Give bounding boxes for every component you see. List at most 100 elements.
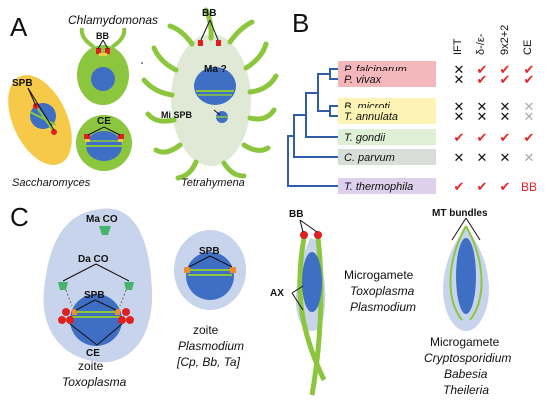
chlamy-bb-connector — [99, 53, 107, 56]
plasmodium-zoite — [174, 230, 246, 310]
chlamy-flagellum-right — [110, 27, 127, 49]
micro1-bb — [300, 231, 308, 239]
micro1-ax-label: AX — [270, 288, 284, 299]
toxo-spb-right — [115, 309, 120, 315]
panel-b-label: B — [292, 8, 309, 38]
plas-spb-right — [230, 267, 236, 273]
toxo-spb-label: SPB — [84, 290, 105, 301]
toxoplasma-label: Toxoplasma — [62, 375, 127, 389]
tetra-ma-label: Ma ? — [204, 64, 227, 75]
tetra-cilium — [175, 159, 199, 181]
saccharomyces-label: Saccharomyces — [12, 177, 91, 189]
cross-icon: ✕ — [477, 151, 488, 166]
stray-dot — [141, 62, 143, 64]
check-icon: ✔ — [477, 131, 488, 146]
check-icon: ✔ — [454, 131, 465, 146]
microgamete-flagellated — [291, 219, 327, 396]
tetra-cilium — [247, 107, 277, 122]
micro2-species-1: Cryptosporidium — [424, 351, 511, 365]
plas-zoite-label: zoite — [193, 323, 219, 337]
chlamy-ce-label: CE — [97, 116, 111, 127]
species-name: T. gondii — [344, 132, 386, 144]
cross-icon: ✕ — [500, 151, 511, 166]
chlamy-nucleus-top — [91, 67, 115, 91]
chlamy-ce-left-y — [85, 139, 90, 142]
toxo-da-co-pointer-r — [95, 263, 130, 282]
check-icon: ✔ — [454, 180, 465, 195]
column-header-delta-epsilon: δ-/ε- — [475, 33, 487, 55]
chlamy-ce-pointer-l — [87, 126, 105, 136]
micro2-mt-pointer — [451, 217, 467, 241]
plas-spb-pointer-r — [209, 255, 233, 268]
plas-spb-label: SPB — [199, 246, 220, 257]
toxo-centriole — [58, 316, 66, 324]
cross-icon: ✕ — [524, 151, 535, 166]
chlamydomonas-label: Chlamydomonas — [68, 13, 158, 27]
tetra-cilium — [141, 77, 175, 98]
tetra-cilium — [227, 19, 255, 45]
yeast-spb-dot-2 — [51, 129, 57, 135]
toxo-da-co-pointer-l — [62, 263, 97, 282]
chlamy-bb-right — [105, 48, 110, 54]
check-icon: ✔ — [477, 73, 488, 88]
species-table: P. falciparum✕✔✔✔P. vivax✕✔✔✔B. microti✕… — [338, 61, 537, 195]
species-row-bg — [338, 71, 436, 87]
column-header-ce: CE — [522, 40, 534, 55]
toxo-ce-pointer-r — [96, 323, 123, 346]
chlamy-flagellum-left — [79, 27, 96, 49]
species-row-bg — [338, 178, 436, 194]
toxo-da-co-link-left — [65, 289, 73, 307]
yeast-spb-label: SPB — [12, 78, 33, 89]
plas-spb-pointer-l — [188, 255, 211, 268]
microgamete-aflagellate — [443, 217, 489, 331]
cross-icon: ✕ — [477, 100, 488, 115]
tree-branch — [287, 135, 338, 187]
check-icon: ✔ — [524, 63, 535, 78]
toxo-spb-pointer-r — [94, 299, 117, 311]
saccharomyces-cell — [8, 75, 72, 165]
micro1-nucleus — [302, 252, 322, 312]
tetrahymena-label: Tetrahymena — [181, 177, 245, 189]
cross-icon: ✕ — [500, 100, 511, 115]
check-icon: ✔ — [477, 63, 488, 78]
micro1-ax-pointer-2 — [291, 292, 304, 311]
check-icon: ✔ — [500, 63, 511, 78]
yeast-spindle-2 — [29, 111, 57, 126]
cross-icon: ✕ — [524, 100, 535, 115]
column-header-9x2-2: 9x2+2 — [499, 25, 511, 55]
chlamy-ce-pointer-r — [103, 126, 121, 136]
chlamy-ce-left — [84, 134, 90, 139]
toxo-da-co-link-right — [119, 289, 127, 307]
micro1-title: Microgamete — [344, 268, 414, 282]
species-name: T. annulata — [344, 111, 398, 123]
micro2-title: Microgamete — [430, 335, 500, 349]
tetra-cilium — [243, 41, 269, 71]
tetra-bb — [216, 40, 221, 46]
cross-icon: ✕ — [454, 151, 465, 166]
tetra-cilium — [247, 73, 279, 95]
tetra-cilium — [153, 142, 183, 155]
cross-icon: ✕ — [500, 110, 511, 125]
check-icon: ✔ — [477, 180, 488, 195]
check-icon: ✔ — [500, 73, 511, 88]
toxo-spb-pointer-l — [75, 299, 96, 311]
cross-icon: ✕ — [454, 73, 465, 88]
tetra-cilium — [167, 23, 195, 47]
toxo-da-co-label: Da CO — [78, 254, 109, 265]
micro1-axoneme-2 — [309, 237, 324, 396]
plas-spb-left — [184, 267, 190, 273]
ce-bb-text: BB — [521, 180, 537, 194]
micro1-bb-label: BB — [289, 209, 303, 220]
check-icon: ✔ — [524, 73, 535, 88]
tree-branch — [329, 105, 338, 117]
chlamydomonas-cell-top — [77, 27, 129, 105]
micro1-bb-pointer-2 — [299, 219, 318, 233]
cross-icon: ✕ — [454, 110, 465, 125]
tetra-cilium — [221, 160, 247, 179]
tetra-mi-spb-label: Mi SPB — [161, 110, 193, 120]
panel-b-column-headers: IFT δ-/ε- 9x2+2 CE — [452, 25, 534, 55]
chlamy-bb-left — [96, 48, 101, 54]
toxoplasma-zoite — [43, 208, 153, 363]
tetra-cilium — [241, 142, 271, 153]
toxo-centriole — [118, 316, 126, 324]
